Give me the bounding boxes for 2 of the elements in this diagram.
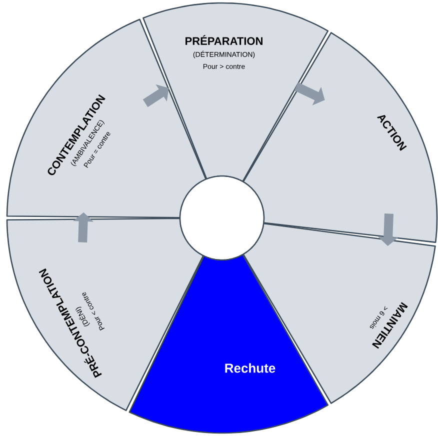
arrow bbox=[142, 84, 169, 108]
stage-segment: Rechute bbox=[128, 254, 329, 434]
